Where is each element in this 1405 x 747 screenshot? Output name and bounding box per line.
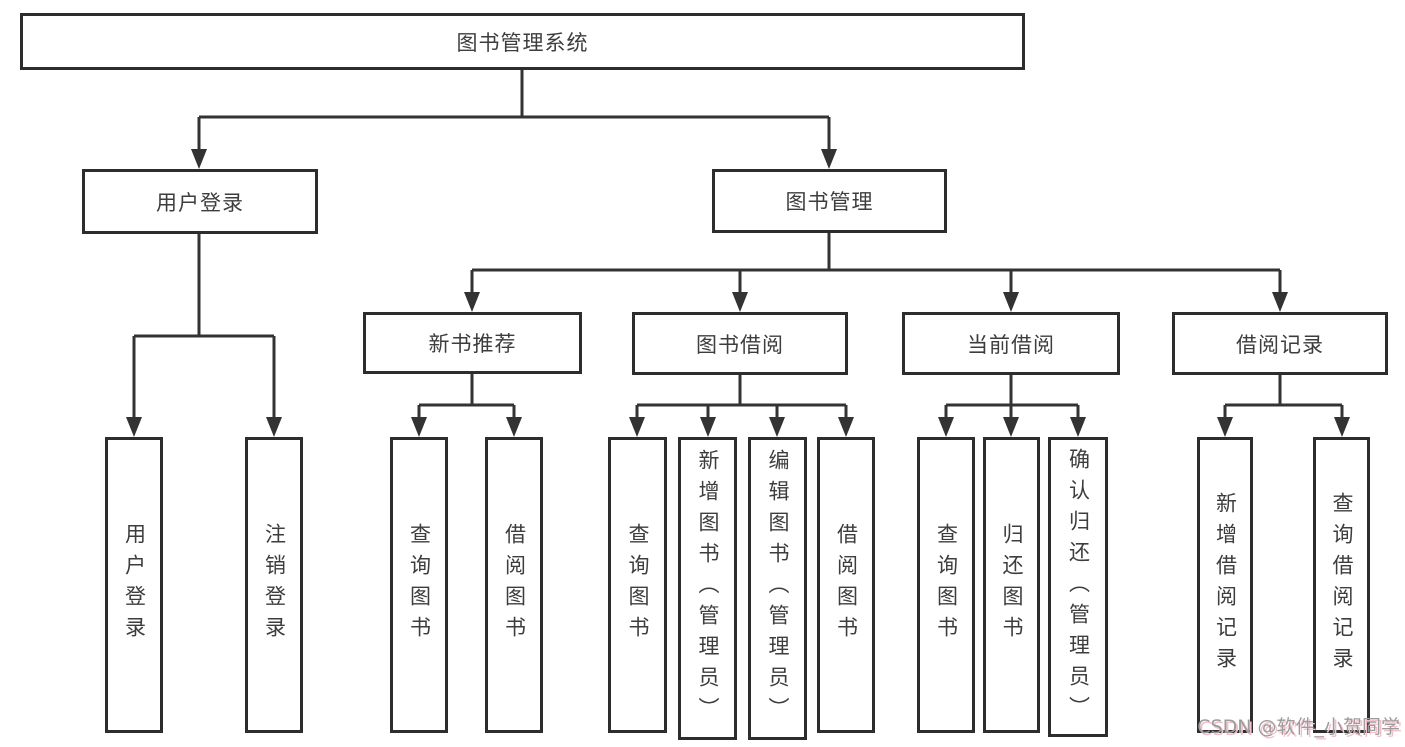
arrowhead [732, 292, 748, 312]
connector-book-management [470, 233, 1282, 294]
arrowhead [464, 292, 480, 312]
node-label: 当前借阅 [967, 332, 1055, 357]
node-label: 查询借阅记录 [1330, 492, 1354, 678]
node-leaf-borrow-books-recommend: 借阅图书 [485, 437, 543, 733]
arrowhead [266, 417, 282, 437]
node-leaf-query-books-recommend: 查询图书 [390, 437, 448, 733]
node-book-borrowing: 图书借阅 [632, 312, 848, 375]
arrowhead [1003, 417, 1019, 437]
arrowhead [126, 417, 142, 437]
arrowhead [700, 417, 716, 437]
node-label: 图书借阅 [696, 332, 784, 357]
node-book-management-branch: 图书管理 [712, 169, 947, 233]
node-label: 图书管理系统 [456, 30, 589, 55]
arrowhead [411, 417, 427, 437]
node-label: 借阅图书 [502, 523, 527, 647]
connector-current-borrowing [944, 375, 1080, 419]
node-label: 新书推荐 [428, 332, 517, 356]
node-current-borrowing: 当前借阅 [902, 312, 1120, 375]
arrowhead [938, 417, 954, 437]
arrowhead [629, 417, 645, 437]
node-label: 新增借阅记录 [1213, 492, 1238, 678]
arrowhead [1003, 292, 1019, 312]
node-leaf-query-books-borrowing: 查询图书 [608, 437, 667, 733]
node-label: 确认归还（管理员） [1066, 447, 1091, 727]
arrowhead [1070, 417, 1086, 437]
node-user-login-branch: 用户登录 [82, 169, 318, 234]
node-library-management-system: 图书管理系统 [20, 13, 1025, 70]
node-leaf-query-books-current: 查询图书 [917, 437, 975, 733]
node-label: 归还图书 [1000, 523, 1024, 647]
connector-book-borrowing [635, 375, 848, 419]
node-label: 查询图书 [407, 523, 432, 647]
node-label: 注销登录 [262, 523, 287, 647]
node-label: 新增图书（管理员） [696, 449, 720, 728]
node-label: 查询图书 [934, 523, 959, 647]
connector-new-book [417, 374, 516, 419]
node-leaf-confirm-return-admin: 确认归还（管理员） [1048, 437, 1108, 737]
node-label: 借阅记录 [1236, 332, 1324, 357]
arrowhead [769, 417, 785, 437]
arrowhead [838, 417, 854, 437]
node-label: 借阅图书 [834, 523, 859, 647]
node-leaf-user-login: 用户登录 [105, 437, 163, 733]
arrowhead [1272, 292, 1288, 312]
csdn-watermark: CSDN @软件_小贺同学 [1197, 716, 1400, 738]
node-label: 图书管理 [785, 190, 874, 214]
connector-borrowing-records [1223, 375, 1344, 419]
node-leaf-logout: 注销登录 [245, 437, 303, 733]
connector-root [197, 70, 831, 151]
node-label: 用户登录 [156, 190, 244, 215]
node-leaf-query-borrow-record: 查询借阅记录 [1313, 437, 1370, 733]
arrowhead [1217, 417, 1233, 437]
node-label: 编辑图书（管理员） [766, 449, 790, 728]
arrowhead [1334, 417, 1350, 437]
node-leaf-edit-books-admin: 编辑图书（管理员） [748, 437, 807, 740]
node-label: 查询图书 [626, 523, 650, 647]
arrowhead [191, 149, 207, 169]
arrowhead [821, 149, 837, 169]
node-new-book-recommendation: 新书推荐 [363, 312, 582, 374]
arrowhead [506, 417, 522, 437]
node-leaf-return-books: 归还图书 [983, 437, 1040, 733]
node-label: 用户登录 [122, 523, 147, 647]
node-borrowing-records: 借阅记录 [1172, 312, 1388, 375]
node-leaf-add-books-admin: 新增图书（管理员） [678, 437, 737, 740]
node-leaf-borrow-books: 借阅图书 [817, 437, 875, 733]
connector-user-login [132, 234, 276, 419]
node-leaf-add-borrow-record: 新增借阅记录 [1197, 437, 1253, 733]
